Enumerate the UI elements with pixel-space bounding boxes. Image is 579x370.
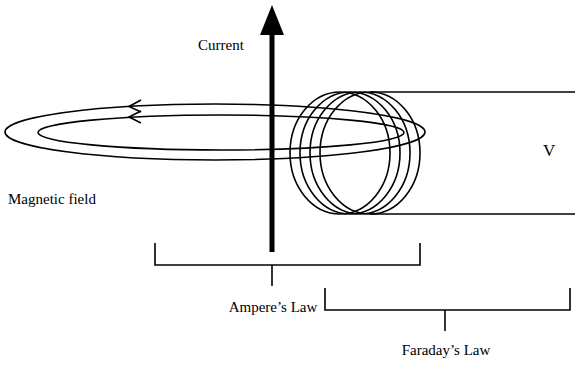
current-label: Current <box>198 36 244 54</box>
coil-lead <box>370 91 575 93</box>
field-label: Magnetic field <box>8 190 96 208</box>
field-loop <box>38 115 404 150</box>
field-arrowhead <box>129 100 141 112</box>
current-arrowhead <box>260 5 284 35</box>
voltage-label: V <box>543 141 555 161</box>
coil-turn <box>300 92 400 214</box>
bracket <box>444 310 446 331</box>
coil-turn <box>310 92 410 214</box>
coil-lead <box>370 213 575 215</box>
law-label: Faraday’s Law <box>402 341 491 359</box>
field-arrowhead <box>129 111 141 123</box>
coil-turn <box>290 92 390 214</box>
bracket <box>271 265 273 286</box>
field-loop <box>5 104 425 160</box>
current-arrow <box>270 30 275 252</box>
bracket <box>155 243 420 265</box>
coil-turn <box>320 92 420 214</box>
law-label: Ampere’s Law <box>229 298 318 316</box>
bracket <box>325 288 570 310</box>
